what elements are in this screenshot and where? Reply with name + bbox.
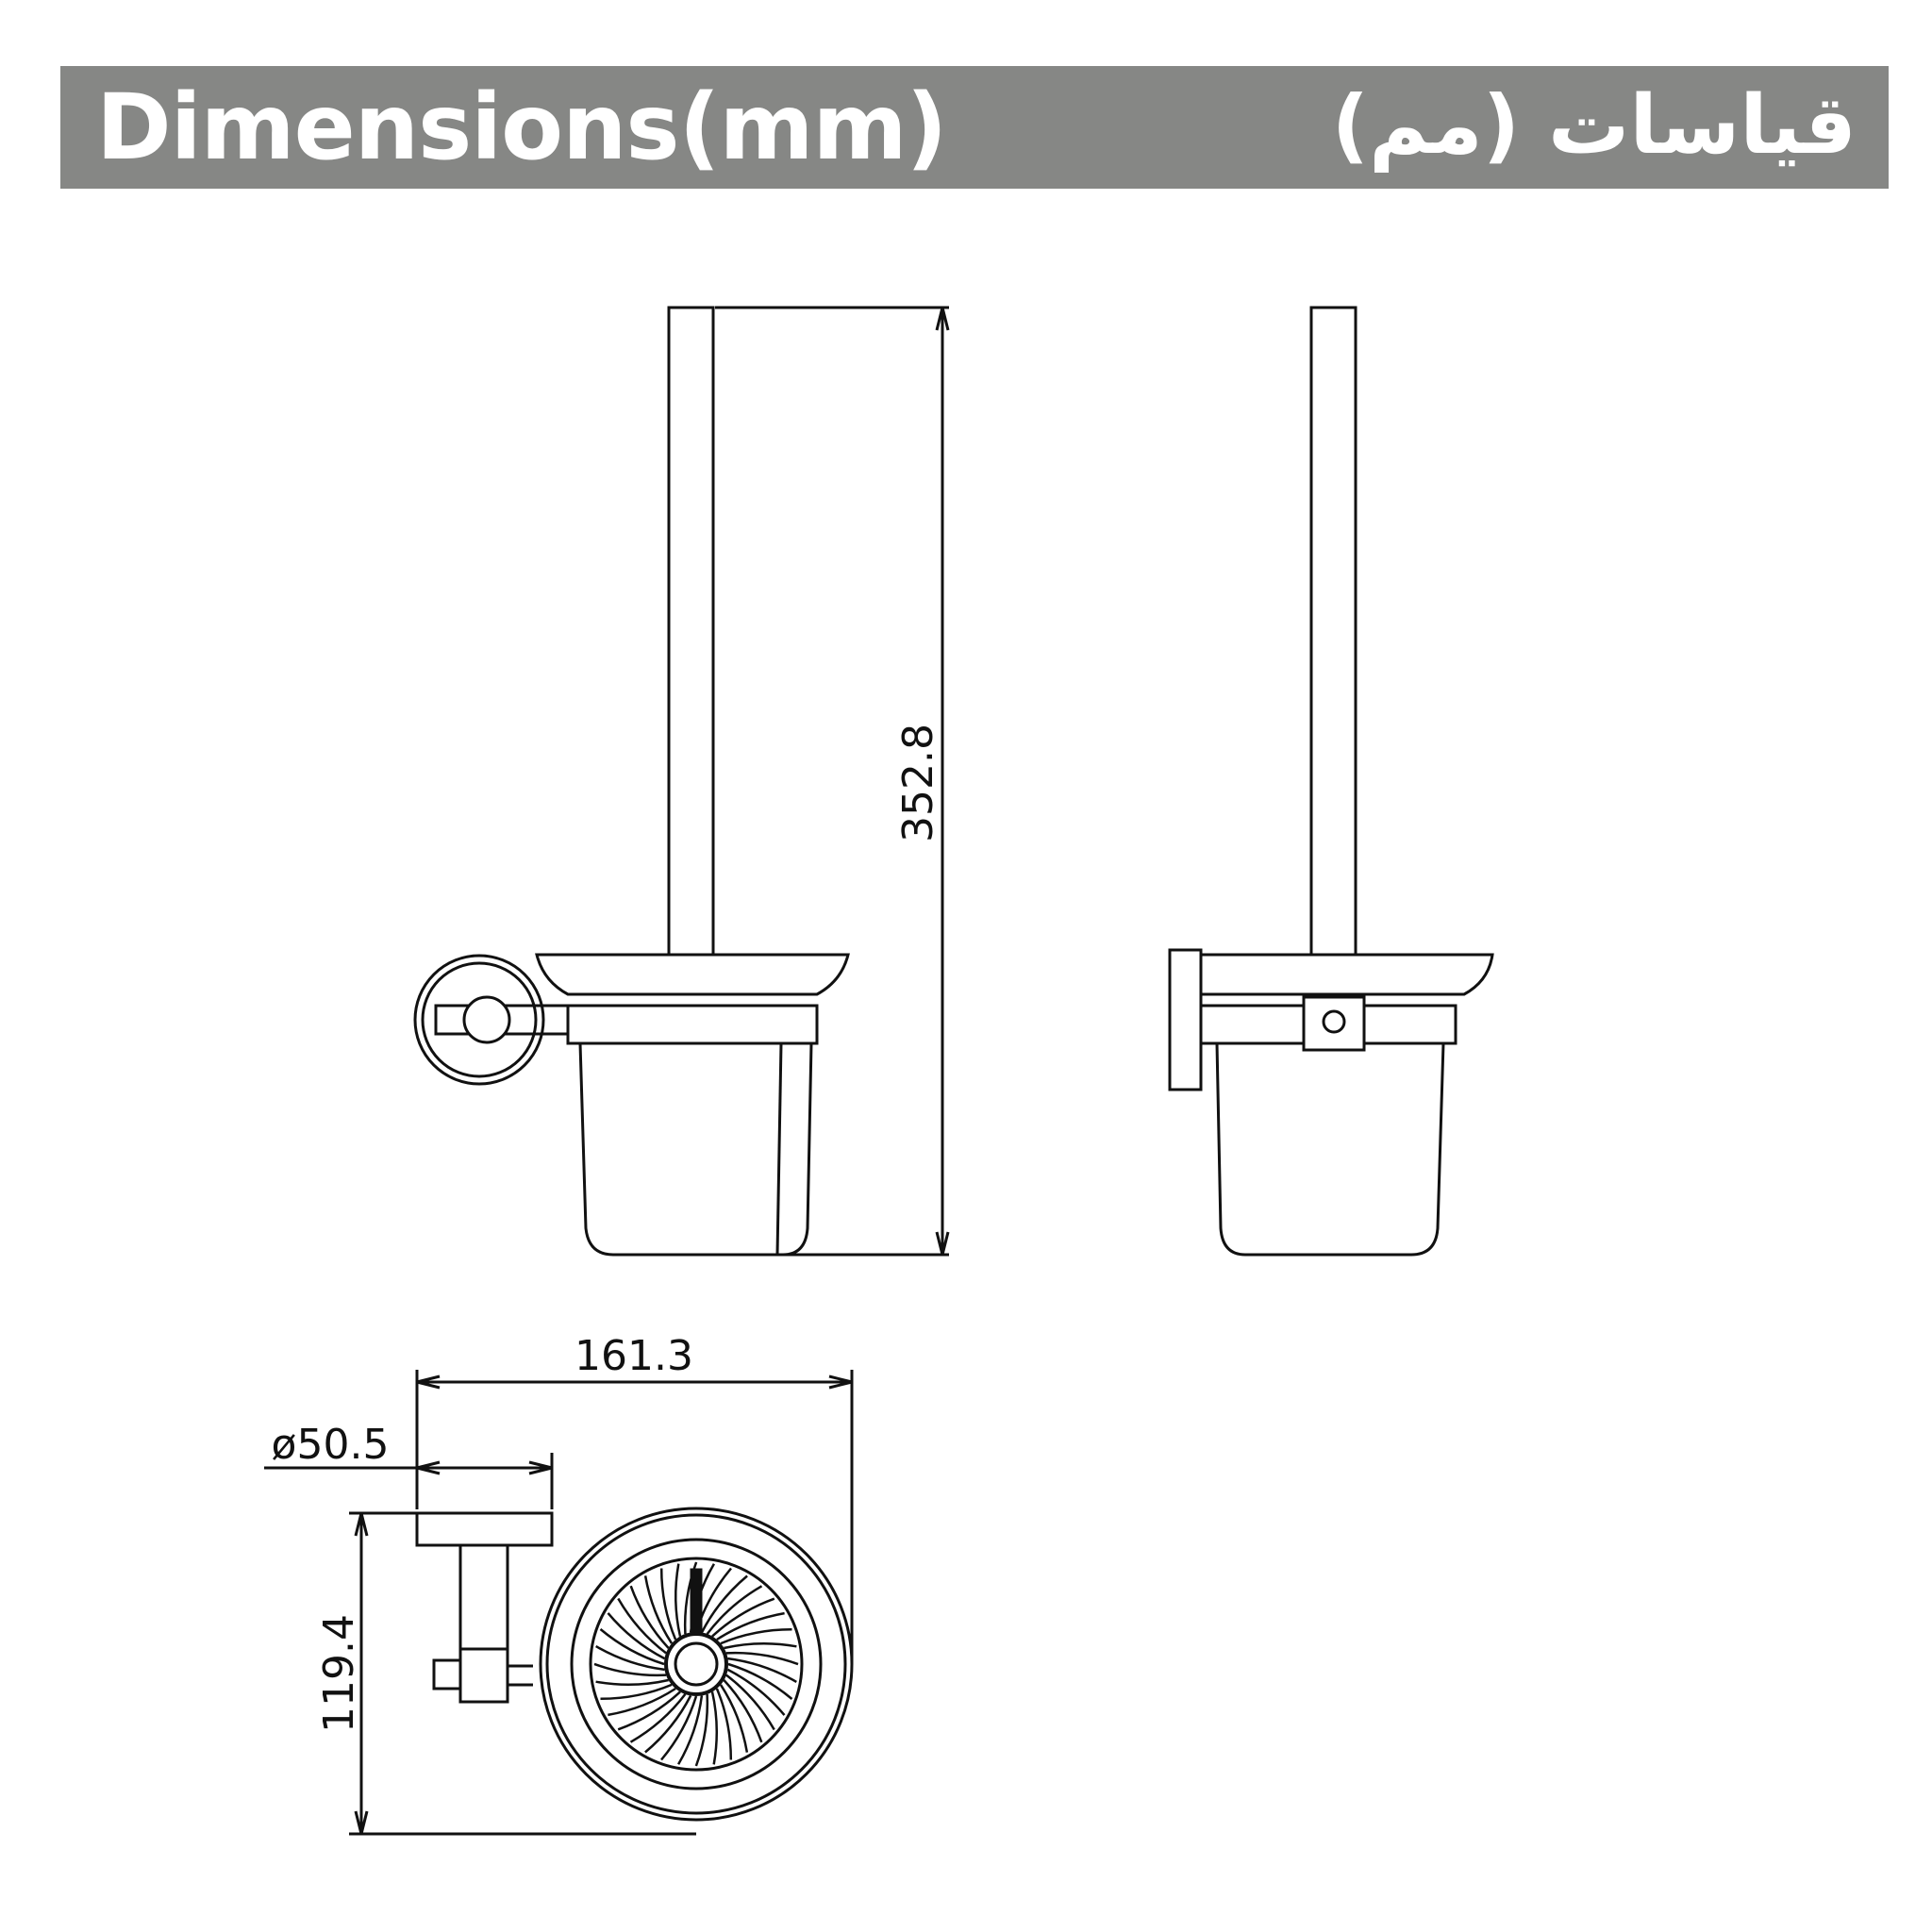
bristle-line bbox=[723, 1679, 763, 1743]
bristle-line bbox=[608, 1687, 676, 1717]
diameter-dimension bbox=[264, 1453, 554, 1509]
bristle-line bbox=[629, 1585, 670, 1649]
top-holder-inner bbox=[570, 1538, 823, 1790]
front-holder-rim bbox=[535, 953, 850, 996]
front-glass-cup bbox=[578, 1042, 813, 1257]
top-handle-section bbox=[690, 1568, 703, 1642]
brush-bristles bbox=[593, 1561, 799, 1767]
front-cup-edge bbox=[775, 1042, 783, 1256]
bristle-line bbox=[593, 1662, 667, 1677]
bristle-line bbox=[726, 1668, 786, 1716]
bristle-line bbox=[700, 1574, 748, 1634]
front-wall-flange-inner bbox=[421, 961, 538, 1078]
bristle-line bbox=[706, 1585, 763, 1635]
bristle-line bbox=[725, 1674, 775, 1731]
side-glass-cup bbox=[1215, 1042, 1445, 1257]
bristle-line bbox=[694, 1693, 709, 1767]
front-holder-band bbox=[566, 1004, 819, 1045]
side-view bbox=[1168, 306, 1494, 1257]
top-center-hub-inner bbox=[674, 1641, 719, 1687]
bristle-line bbox=[617, 1690, 681, 1731]
height-label: 352.8 bbox=[894, 724, 942, 842]
bristle-line bbox=[607, 1612, 666, 1660]
side-clamp-screw bbox=[1322, 1009, 1346, 1034]
bristle-line bbox=[677, 1695, 704, 1765]
bristle-line bbox=[595, 1645, 665, 1672]
bristle-line bbox=[727, 1662, 793, 1700]
side-brush-handle bbox=[1309, 306, 1357, 957]
depth-label: 119.4 bbox=[315, 1614, 363, 1733]
side-wall-plate bbox=[1168, 948, 1203, 1091]
bristle-line bbox=[716, 1611, 785, 1641]
bristle-line bbox=[600, 1683, 673, 1701]
bristle-line bbox=[659, 1568, 677, 1641]
top-brush-ring bbox=[589, 1557, 804, 1772]
header-banner: Dimensions(mm) قياسات (مم) bbox=[60, 66, 1889, 189]
bristle-line bbox=[727, 1657, 797, 1683]
side-clamp-block bbox=[1302, 995, 1366, 1052]
height-dimension bbox=[715, 306, 950, 1257]
bristle-line bbox=[644, 1694, 692, 1754]
bristle-line bbox=[711, 1597, 775, 1638]
bristle-line bbox=[719, 1684, 749, 1753]
top-holder-mid bbox=[545, 1513, 847, 1815]
bristle-line bbox=[599, 1628, 665, 1666]
bristle-line bbox=[724, 1641, 797, 1650]
bristle-line bbox=[660, 1695, 698, 1761]
side-holder-rim bbox=[1201, 953, 1494, 996]
bristle-line bbox=[643, 1575, 674, 1644]
width-dimension bbox=[415, 1370, 854, 1664]
front-wall-flange-outer bbox=[413, 954, 545, 1086]
width-label: 161.3 bbox=[575, 1332, 693, 1380]
title-arabic: قياسات (مم) bbox=[1331, 78, 1857, 173]
depth-dimension bbox=[349, 1511, 696, 1836]
top-arm-collar bbox=[458, 1647, 509, 1704]
top-arm-stub bbox=[432, 1658, 462, 1690]
bristle-line bbox=[617, 1597, 667, 1655]
bristle-line bbox=[674, 1563, 682, 1637]
bristle-line bbox=[595, 1678, 669, 1687]
top-wall-flange bbox=[415, 1511, 554, 1547]
diameter-label: ø50.5 bbox=[272, 1421, 390, 1469]
bristle-line bbox=[629, 1693, 687, 1743]
front-view bbox=[413, 306, 850, 1257]
bristle-line bbox=[720, 1627, 792, 1645]
top-arm-post bbox=[458, 1543, 509, 1651]
title-english: Dimensions(mm) bbox=[96, 75, 947, 180]
front-arm-knob bbox=[462, 995, 511, 1044]
bristle-line bbox=[710, 1691, 719, 1765]
bristle-line bbox=[715, 1688, 733, 1760]
bristle-line bbox=[725, 1651, 799, 1666]
front-brush-handle bbox=[667, 306, 715, 957]
top-view bbox=[415, 1507, 854, 1822]
